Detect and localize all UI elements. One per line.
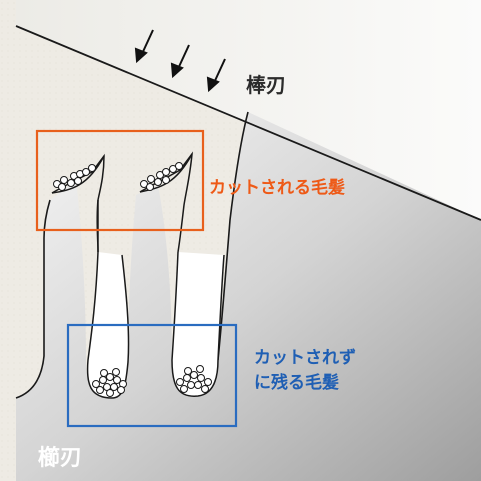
comb-blade-body (16, 112, 481, 481)
uncut-hair-label-line1: カットされず (254, 348, 356, 368)
uncut-hair-label-line2: に残る毛髪 (254, 372, 339, 393)
blade-top-surface (16, 0, 481, 220)
cut-hair-particles-right (140, 162, 183, 191)
cut-hair-label: カットされる毛髪 (209, 177, 345, 198)
blade-edge-line (15, 25, 481, 221)
blade-top-label: 棒刃 (246, 73, 286, 97)
cut-hair-highlight-box (35, 129, 205, 232)
uncut-hair-highlight-box (66, 323, 238, 428)
comb-left-edge (15, 199, 51, 399)
comb-right-edge (217, 111, 249, 361)
uncut-hair-particles-right (176, 365, 212, 393)
blade-bottom-label: 櫛刃 (38, 445, 82, 471)
pressing-arrow-icon (134, 29, 226, 93)
cut-hair-particles-left (53, 164, 96, 191)
uncut-hair-particles-left (92, 368, 127, 397)
